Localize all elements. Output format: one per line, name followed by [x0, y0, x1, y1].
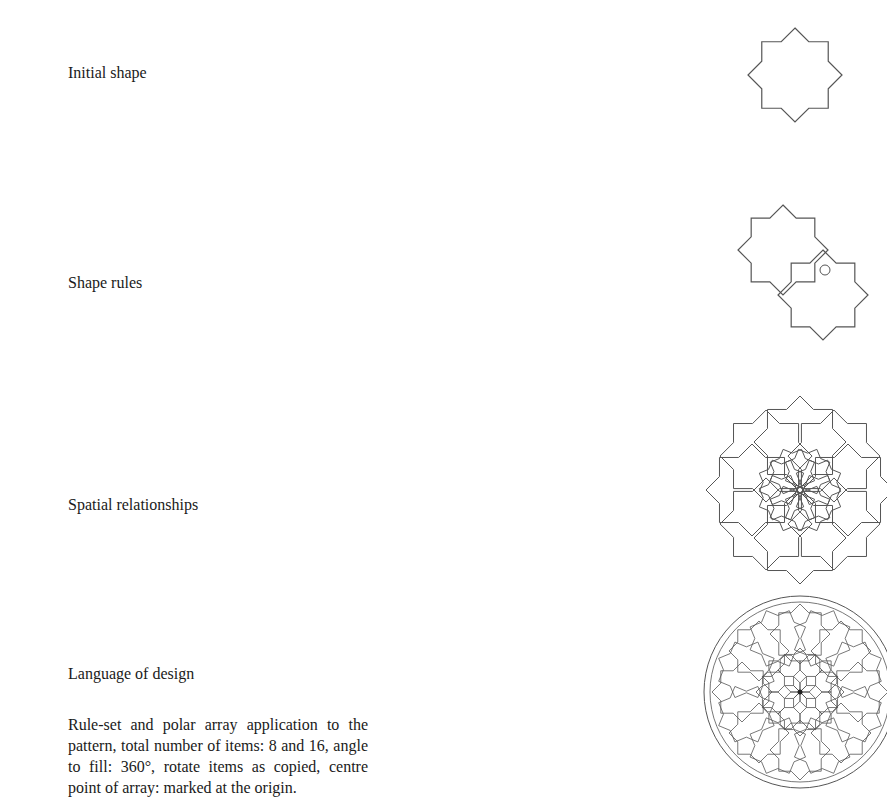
- star-outline: [788, 410, 880, 502]
- star-outline: [750, 718, 805, 773]
- star-outline: [778, 250, 868, 340]
- star-outline: [794, 718, 849, 773]
- star-outline: [770, 449, 814, 493]
- circle-outline: [710, 602, 887, 782]
- star-outline: [719, 642, 774, 697]
- star-outline: [770, 486, 814, 530]
- star-outline: [785, 449, 829, 493]
- star-outline: [796, 475, 840, 519]
- star-outline: [748, 28, 842, 122]
- step-label: Shape rules: [68, 273, 142, 293]
- star-outline: [759, 475, 803, 519]
- star-outline: [770, 604, 830, 664]
- star-outline: [770, 720, 830, 780]
- star-outline: [826, 642, 881, 697]
- star-outline: [754, 492, 846, 584]
- star-outline: [796, 460, 840, 504]
- shape-rule-stars: [738, 205, 868, 340]
- star-outline: [826, 686, 881, 741]
- star-outline: [754, 396, 846, 488]
- step-label: Spatial relationships: [68, 495, 198, 515]
- description-text: Rule-set and polar array application to …: [68, 714, 368, 798]
- star-outline: [738, 205, 828, 295]
- spatial-relationship-pattern: [706, 396, 887, 584]
- star-outline: [785, 486, 829, 530]
- star-outline: [759, 460, 803, 504]
- origin-mark: [798, 690, 803, 695]
- star-outline: [750, 611, 805, 666]
- circle-outline: [820, 265, 830, 275]
- star-outline: [802, 444, 887, 536]
- star-outline: [720, 410, 812, 502]
- step-label: Initial shape: [68, 63, 147, 83]
- star-outline: [788, 478, 880, 570]
- star-outline: [794, 611, 849, 666]
- initial-star: [748, 28, 842, 122]
- star-outline: [706, 444, 798, 536]
- design-language-pattern: [704, 596, 887, 788]
- star-outline: [719, 686, 774, 741]
- circle-outline: [797, 487, 803, 493]
- step-label: Language of design: [68, 664, 194, 684]
- star-outline: [762, 654, 806, 698]
- circle-outline: [704, 596, 887, 788]
- star-outline: [720, 478, 812, 570]
- star-outline: [712, 662, 772, 722]
- star-outline: [828, 662, 887, 722]
